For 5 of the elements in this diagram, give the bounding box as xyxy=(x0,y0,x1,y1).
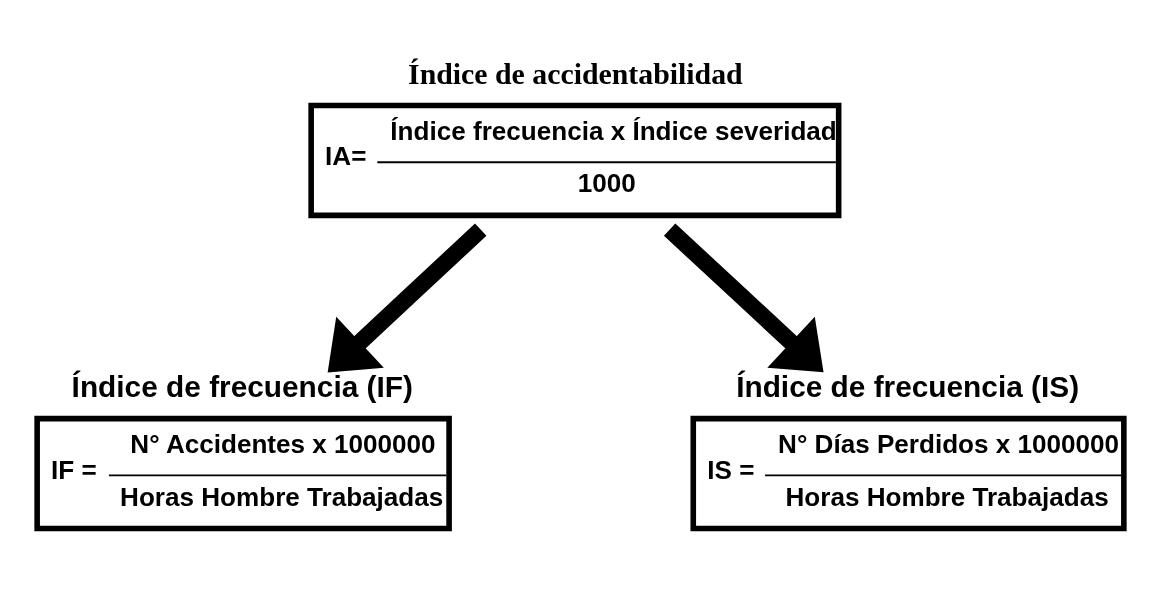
node-label: Índice de accidentabilidad xyxy=(408,56,743,90)
arrow xyxy=(663,223,824,372)
arrow xyxy=(327,223,487,372)
node-label: Índice de frecuencia (IF) xyxy=(71,369,413,403)
node-label: Índice de frecuencia (IS) xyxy=(736,369,1080,403)
